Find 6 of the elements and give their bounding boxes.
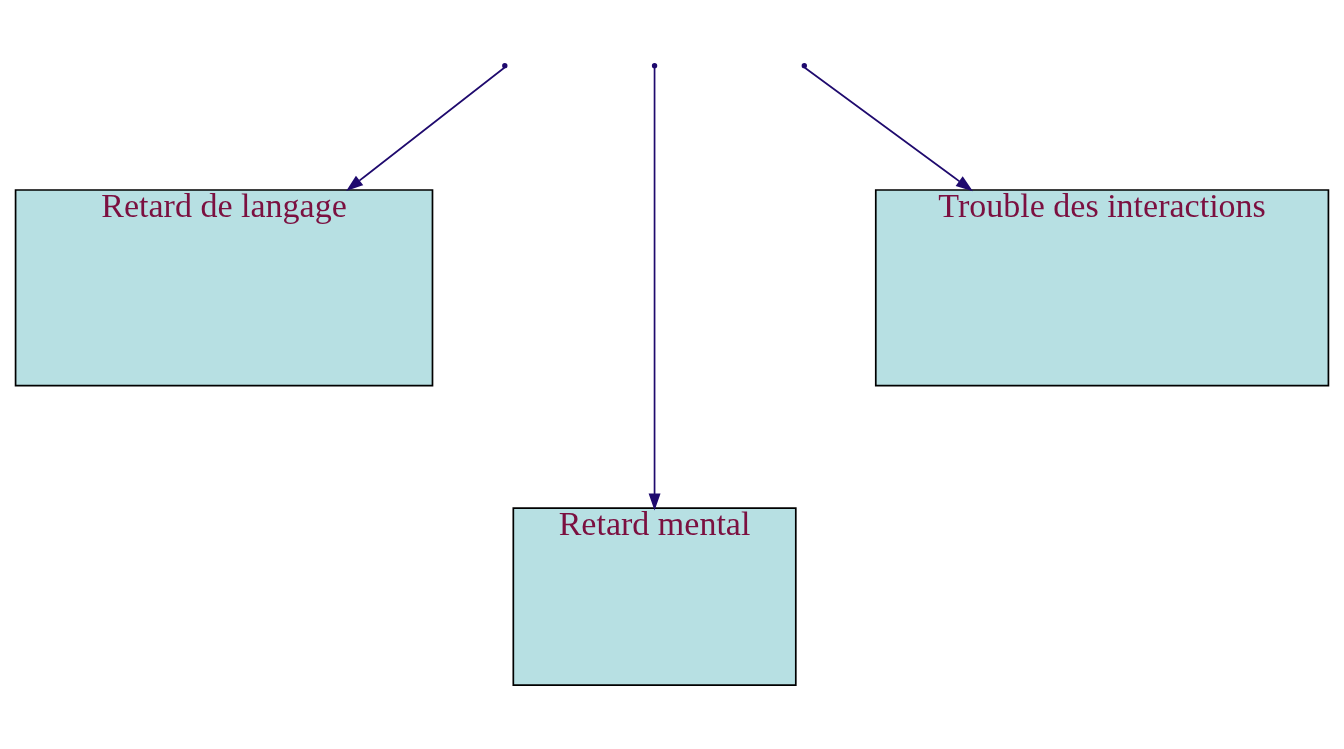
- node-box: Retard de langage: [14, 189, 434, 387]
- node-box: Trouble des interactions: [874, 189, 1330, 387]
- arrow: [803, 66, 973, 192]
- arrow: [346, 66, 506, 191]
- arrow: [648, 66, 661, 511]
- node-box: Retard mental: [512, 507, 797, 687]
